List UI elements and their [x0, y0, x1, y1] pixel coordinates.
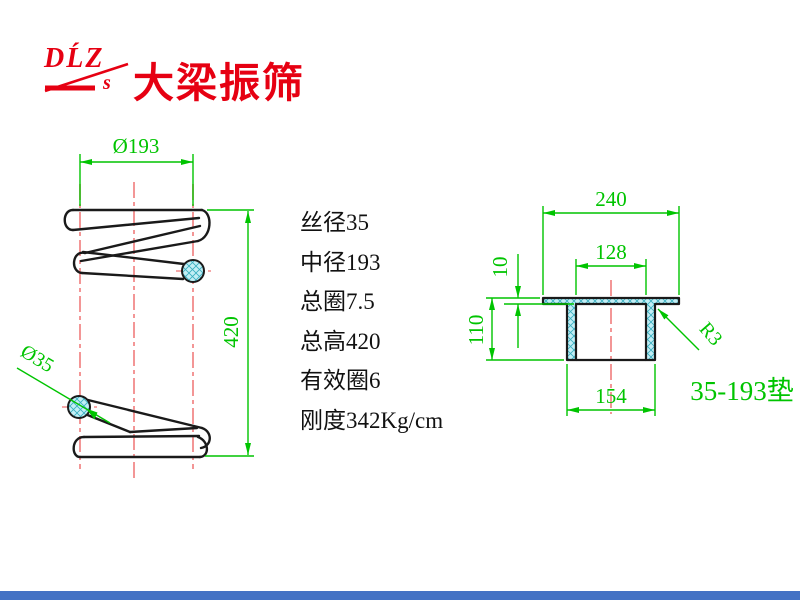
- pad-drawing: 240 128 10 110 154 R3 35-193垫: [464, 187, 794, 416]
- wire-section-top: [181, 259, 205, 283]
- spec-line-stiffness: 刚度342Kg/cm: [300, 407, 444, 433]
- brand-title: 大梁振筛: [133, 60, 305, 106]
- spec-line-active-coils: 有效圈6: [300, 368, 381, 393]
- dim-flange-width: 240: [595, 187, 627, 211]
- spec-list: 丝径35 中径193 总圈7.5 总高420 有效圈6 刚度342Kg/cm: [300, 203, 443, 440]
- spring-centerlines: [79, 182, 194, 482]
- dim-total-height: 110: [464, 315, 488, 346]
- dim-free-height: 420: [219, 316, 243, 348]
- dim-bore: 128: [595, 240, 627, 264]
- wire-section-centerlines: [62, 270, 211, 408]
- dim-flange-thickness: 10: [488, 257, 512, 278]
- spring-coil-outline: [63, 208, 211, 459]
- spec-line-total-height: 总高420: [300, 328, 381, 354]
- pad-dimension-lines: [486, 206, 700, 416]
- company-logo: DĹZ s: [43, 43, 129, 94]
- spec-line-mean-diameter: 中径193: [300, 249, 381, 275]
- wire-leader-arrow: [86, 408, 98, 420]
- spring-drawing: Ø193 420 Ø35: [16, 134, 254, 482]
- footer-bar: [0, 591, 800, 600]
- dim-tube-width: 154: [595, 384, 627, 408]
- pad-part-label: 35-193垫: [690, 376, 794, 406]
- logo-diagonal: [44, 62, 129, 93]
- spec-line-wire-diameter: 丝径35: [300, 210, 369, 235]
- dim-outer-diameter: Ø193: [113, 134, 160, 158]
- spec-line-total-coils: 总圈7.5: [300, 289, 375, 314]
- logo-text: DĹZ: [43, 43, 104, 74]
- dim-fillet-radius: R3: [695, 318, 727, 350]
- logo-sub-text: s: [102, 72, 111, 94]
